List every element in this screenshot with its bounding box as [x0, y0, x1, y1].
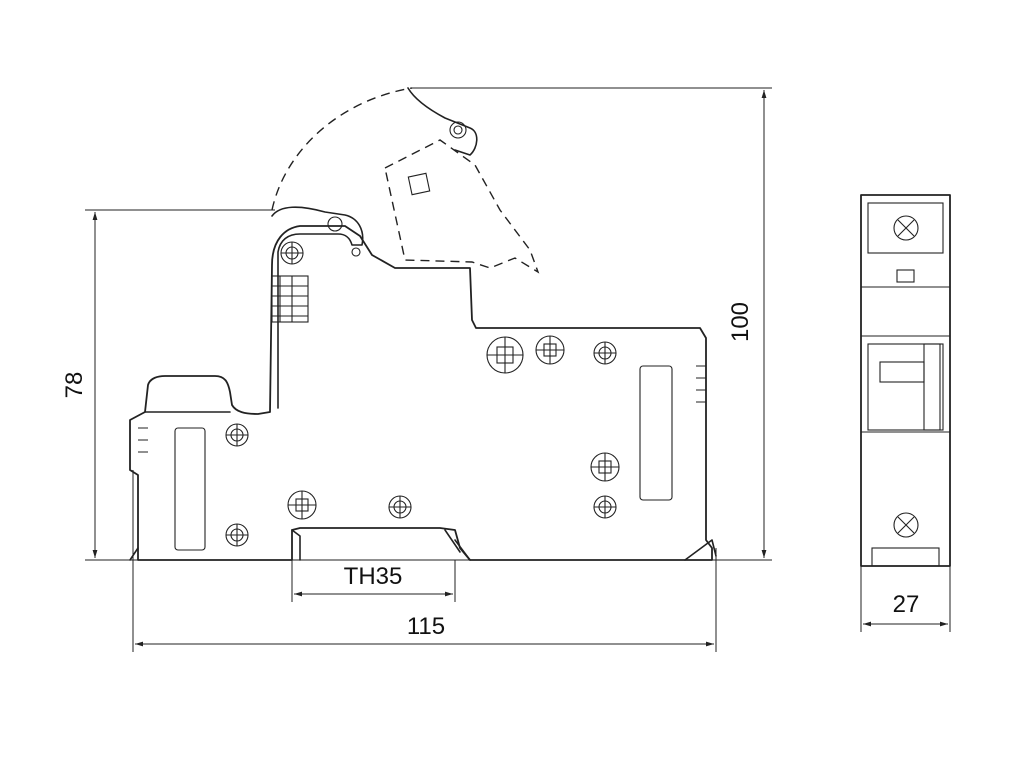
rivet	[225, 423, 249, 447]
dim-height-body: 78	[61, 372, 88, 399]
dim-height-overall: 100	[727, 302, 754, 342]
lever-pivot-screw	[449, 121, 467, 139]
rivet	[486, 336, 524, 374]
lever-swing-arc	[271, 87, 413, 211]
front-bottom-screw	[893, 512, 919, 538]
lever-window	[407, 172, 431, 196]
lever-rivet	[327, 216, 343, 232]
housing-outline	[129, 225, 713, 561]
rivet	[287, 490, 317, 520]
lever-closed	[271, 206, 364, 409]
front-housing	[860, 194, 951, 567]
din-rail-clip-left	[291, 529, 301, 561]
front-view	[860, 194, 951, 567]
dim-width: 27	[893, 591, 920, 618]
front-bottom-foot	[871, 547, 940, 567]
left-foot	[129, 547, 139, 561]
side-view	[85, 87, 772, 561]
rivet	[225, 523, 249, 547]
lever-open-outline	[384, 139, 540, 274]
front-lever-shaft	[923, 343, 941, 431]
front-indicator	[896, 269, 915, 283]
rivet	[535, 335, 565, 365]
rivet	[280, 241, 304, 265]
rivet	[593, 341, 617, 365]
lever-hook	[407, 87, 478, 156]
latch-foot	[684, 539, 717, 561]
rivets	[225, 241, 620, 547]
left-window	[174, 427, 206, 551]
left-grip-notches	[138, 427, 148, 453]
rivet	[388, 495, 412, 519]
front-top-screw	[893, 215, 919, 241]
spring-block	[271, 275, 309, 323]
right-window	[639, 365, 673, 501]
front-lever-window	[867, 343, 944, 431]
rivet	[593, 495, 617, 519]
rivet	[590, 452, 620, 482]
din-rail-clip-right	[444, 529, 471, 561]
front-top-terminal	[867, 202, 944, 254]
dim-length: 115	[407, 613, 445, 640]
dim-rail: TH35	[344, 563, 403, 590]
right-grip-notches	[696, 365, 706, 403]
dimension-lines: 100 78 TH35 115 27	[61, 87, 951, 652]
